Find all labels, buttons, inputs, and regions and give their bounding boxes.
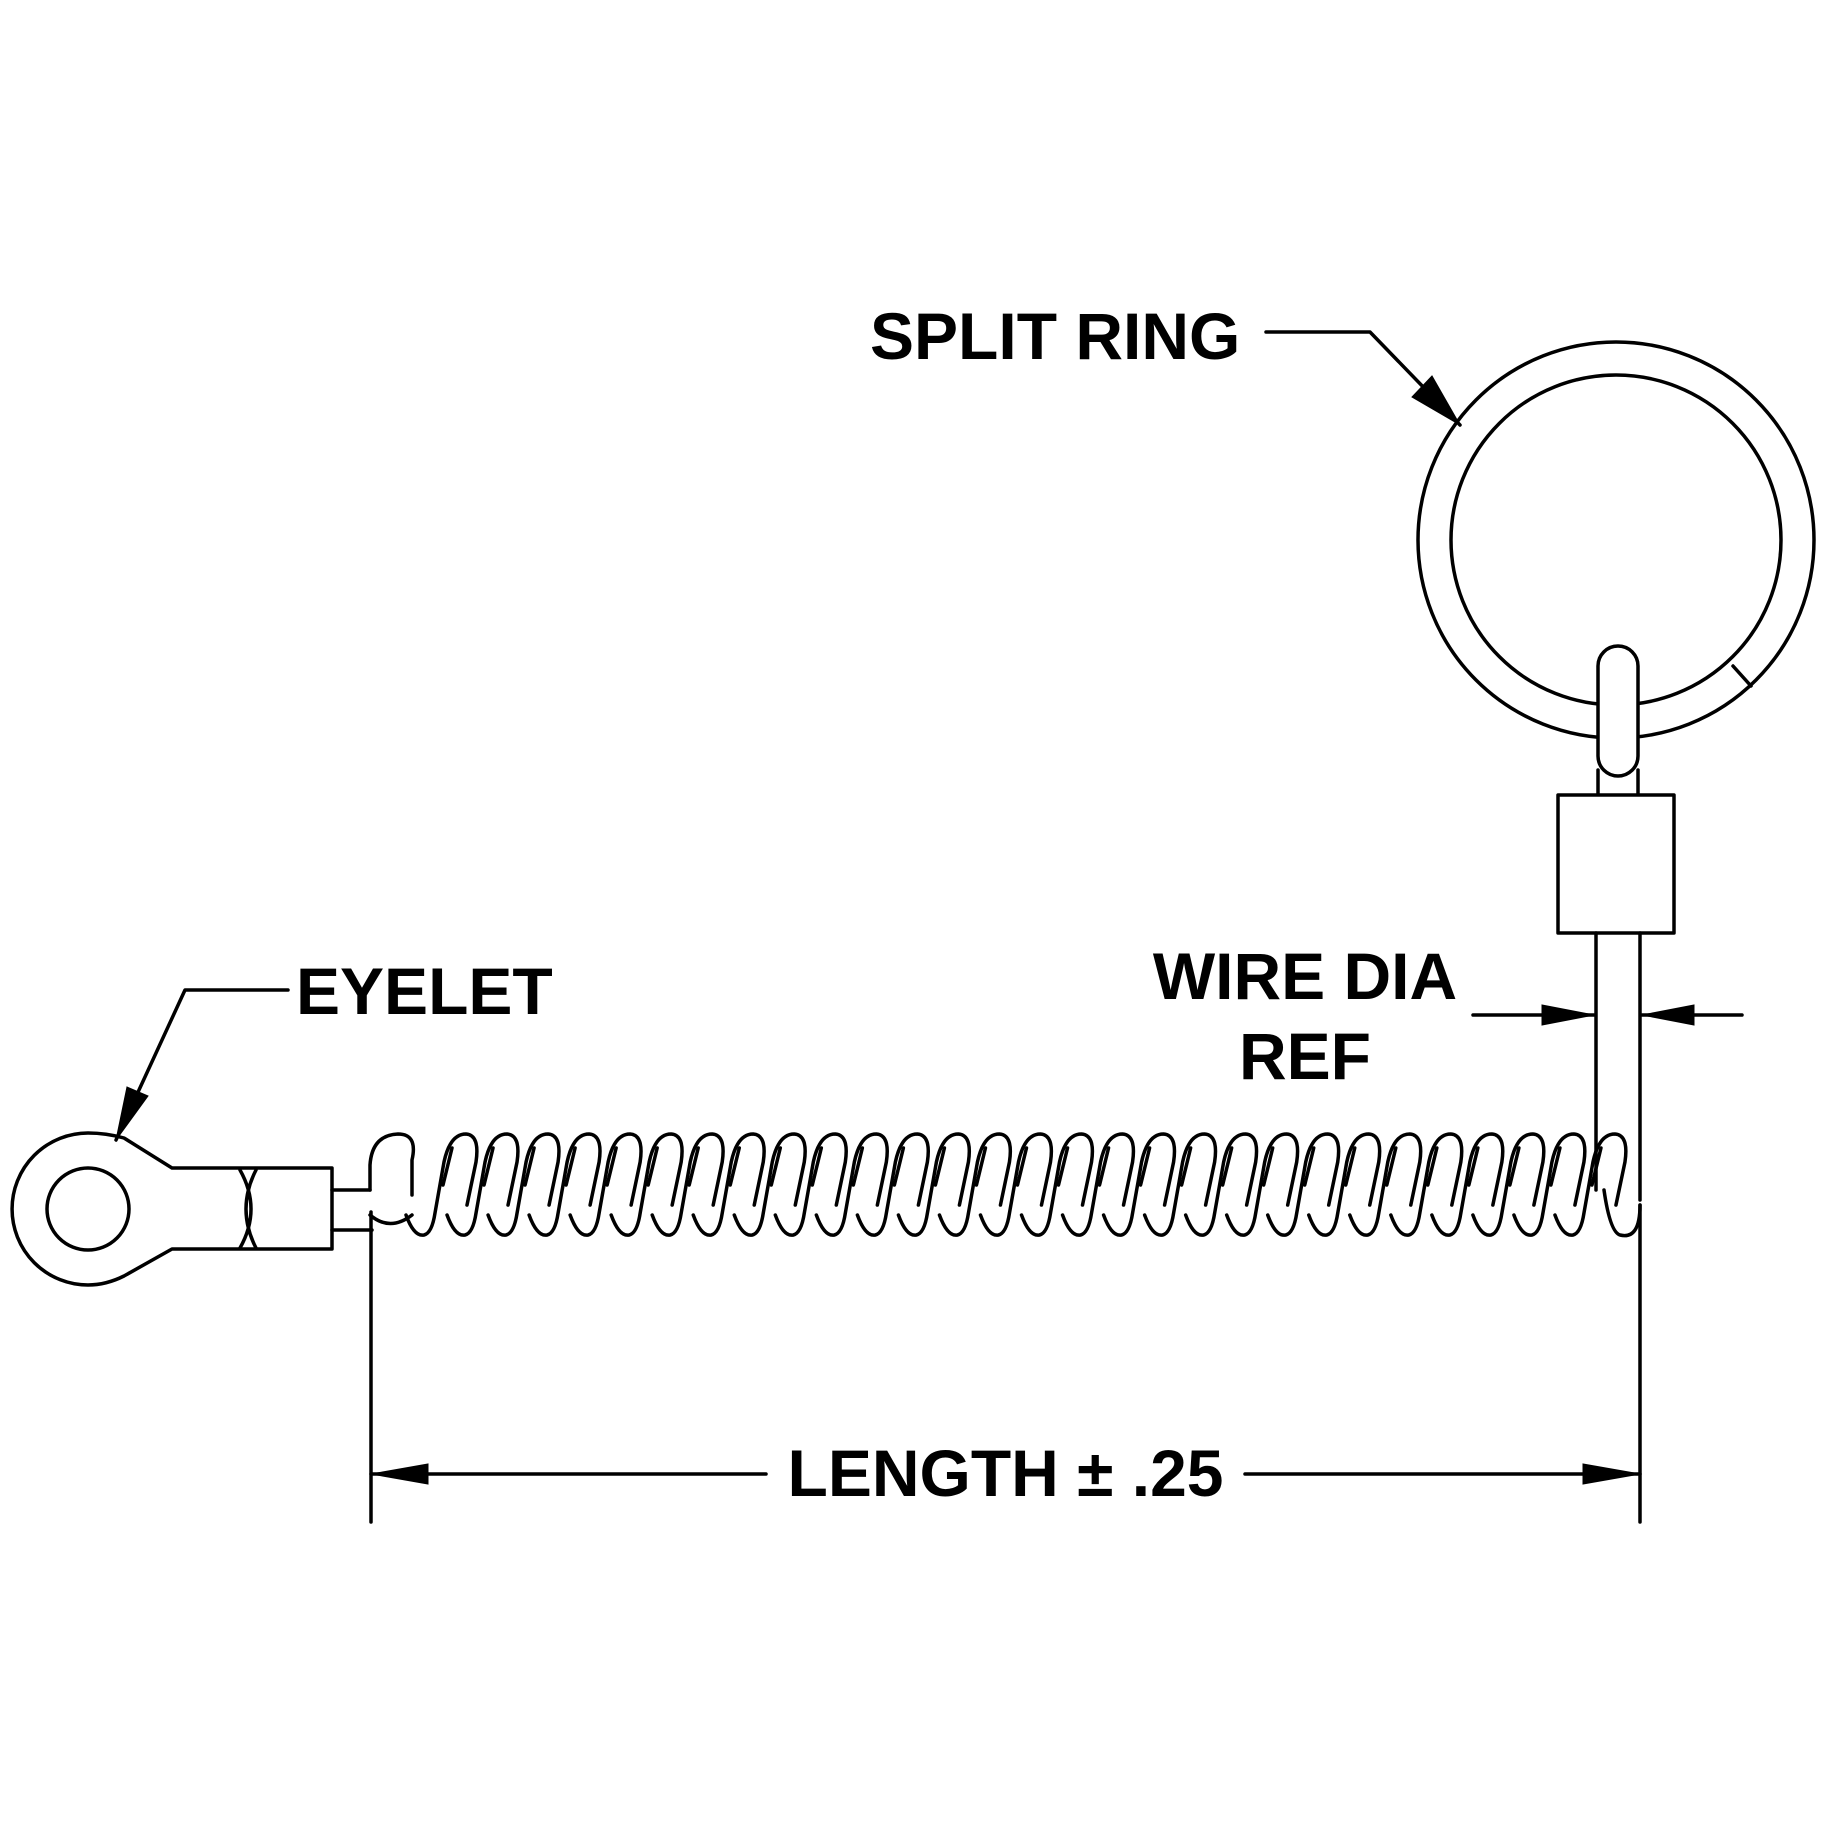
coil-turn: [691, 1132, 766, 1237]
length-dimension: [369, 1203, 1642, 1524]
coil-turn: [650, 1132, 725, 1237]
coil-back-strand: [1097, 1146, 1111, 1187]
coil-back-strand: [1385, 1146, 1398, 1187]
coil-back-strand: [1549, 1146, 1562, 1187]
coil-turn: [896, 1132, 972, 1237]
coil-back-strand: [523, 1146, 536, 1187]
coil-turn: [937, 1132, 1013, 1237]
eyelet-terminal: [10, 1131, 374, 1287]
coil-back-strand: [1426, 1146, 1439, 1187]
coil-back-strand: [1056, 1146, 1070, 1187]
ring-link: [1596, 644, 1640, 797]
wire-end-straight: [1594, 931, 1642, 1202]
wire-dia-ref-label: REF: [1239, 1019, 1371, 1093]
coil-back-strand: [769, 1146, 783, 1187]
coil-back-strand: [1302, 1146, 1316, 1187]
coil-turn: [609, 1132, 684, 1237]
eyelet-leader: [114, 988, 290, 1142]
coil-turn: [773, 1132, 848, 1237]
coil-turn: [1224, 1132, 1300, 1237]
split-ring-label: SPLIT RING: [870, 299, 1241, 373]
coil-back-strand: [564, 1146, 577, 1187]
crimp-sleeve: [1556, 793, 1676, 935]
coil-turn: [1430, 1132, 1505, 1237]
coil-back-strand: [441, 1146, 454, 1187]
coil-turn: [732, 1132, 807, 1237]
coil-back-strand: [1261, 1146, 1275, 1187]
coil-back-strand: [1138, 1146, 1152, 1187]
coil-back-strand: [1179, 1146, 1193, 1187]
coil-turn: [1019, 1132, 1095, 1237]
coil-turn: [978, 1132, 1054, 1237]
coil-turn: [1307, 1132, 1382, 1237]
coil-back-strand: [1344, 1146, 1357, 1187]
coil-turn: [568, 1132, 643, 1237]
coil-turn: [445, 1132, 520, 1237]
coil-back-strand: [646, 1146, 659, 1187]
coil-turn: [486, 1132, 561, 1237]
coil-back-strand: [687, 1146, 700, 1187]
coil-back-strand: [1015, 1146, 1029, 1187]
coil-turn: [404, 1132, 479, 1237]
coil-back-strand: [974, 1146, 988, 1187]
split-ring-leader: [1264, 330, 1462, 427]
coil-turn: [814, 1132, 889, 1237]
coil-back-strand: [482, 1146, 495, 1187]
coil-back-strand: [1467, 1146, 1480, 1187]
eyelet-label: EYELET: [296, 954, 553, 1028]
coil-turn: [1348, 1132, 1423, 1237]
coil-back-strand: [933, 1146, 947, 1187]
coil-turn: [855, 1132, 931, 1237]
coil-back-strand: [1508, 1146, 1521, 1187]
coil-turn: [1265, 1132, 1341, 1237]
coil-turn: [1060, 1132, 1136, 1237]
coil-back-strand: [1220, 1146, 1234, 1187]
coil-turn: [1553, 1132, 1628, 1237]
coil-turn: [1101, 1132, 1177, 1237]
coil-turn: [1389, 1132, 1464, 1237]
length-label: LENGTH ± .25: [787, 1436, 1224, 1510]
coil-turn: [1471, 1132, 1546, 1237]
coil-back-strand: [1590, 1146, 1603, 1187]
wire-dia-label: WIRE DIA: [1152, 939, 1458, 1013]
coil-spring: [368, 1132, 1642, 1238]
coil-turn: [527, 1132, 602, 1237]
coil-turn: [1183, 1132, 1259, 1237]
coil-back-strand: [605, 1146, 618, 1187]
coil-turn: [1142, 1132, 1218, 1237]
coil-turn: [1512, 1132, 1587, 1237]
coil-back-strand: [810, 1146, 824, 1187]
coil-back-strand: [728, 1146, 741, 1187]
coil-back-strand: [892, 1146, 906, 1187]
coil-back-strand: [851, 1146, 865, 1187]
wire-dia-dimension: [1471, 1004, 1744, 1026]
